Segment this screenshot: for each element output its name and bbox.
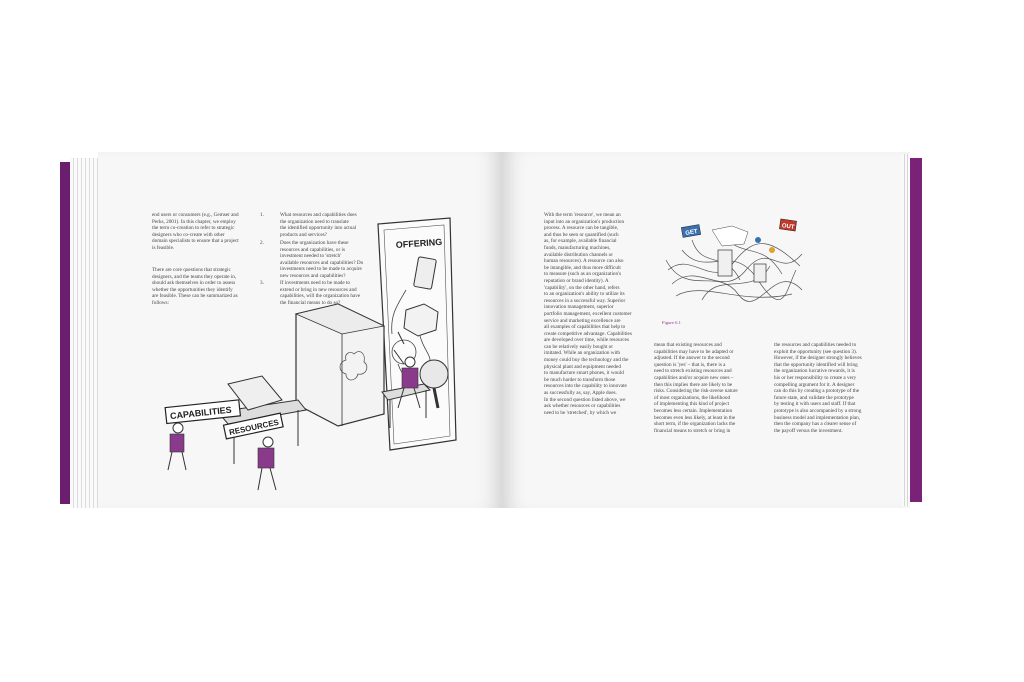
gear-icon — [339, 351, 368, 381]
capabilities-sign: CAPABILITIES — [164, 399, 242, 425]
left-cover-edge — [60, 162, 70, 504]
out-sign-label: OUT — [781, 223, 795, 231]
right-page: With the term 'resource', we mean an inp… — [502, 152, 910, 508]
board-sketch — [711, 225, 749, 247]
question-text: If investments need to be made to extend… — [280, 280, 361, 306]
box-sketch — [403, 303, 439, 337]
question-item: 3. If investments need to be made to ext… — [260, 280, 390, 308]
tent-sketch — [227, 375, 283, 411]
out-sign — [779, 218, 797, 232]
open-book: end users or consumers (e.g., Gemser and… — [60, 152, 944, 508]
figure-person — [769, 247, 775, 253]
magnifier-handle — [432, 387, 440, 409]
left-col1-para2: There are core questions that strategic … — [152, 267, 238, 306]
person-at-conveyor — [397, 356, 421, 409]
right-col2-text: mean that existing resources and capabil… — [654, 342, 738, 434]
figure-person — [755, 237, 761, 243]
get-sign — [680, 224, 702, 238]
question-text: Does the organization have these resourc… — [280, 240, 364, 279]
question-item: 2. Does the organization have these reso… — [260, 240, 390, 280]
get-sign-label: GET — [685, 229, 699, 237]
question-number: 1. — [260, 212, 264, 218]
question-text: What resources and capabilities does the… — [280, 212, 357, 238]
question-list: 1. What resources and capabilities does … — [260, 212, 390, 308]
conveyor-left — [217, 399, 307, 464]
figure-caption-label: Figure 6.1 — [662, 320, 681, 325]
left-col1-para1: end users or consumers (e.g., Gemser and… — [152, 212, 239, 251]
question-number: 2. — [260, 240, 264, 246]
figure-tangled-illustration: GET OUT — [662, 210, 806, 314]
person-carrying-capabilities — [167, 422, 187, 471]
machine-sketch — [717, 249, 733, 277]
offering-label: OFFERING — [395, 237, 442, 250]
left-page-stack — [70, 158, 98, 508]
right-col1-text: With the term 'resource', we mean an inp… — [544, 212, 632, 416]
question-item: 1. What resources and capabilities does … — [260, 212, 390, 240]
pen-sketch — [393, 331, 405, 365]
transformation-machine — [294, 303, 386, 427]
right-col3-text: the resources and capabilities needed to… — [774, 342, 862, 434]
right-page-stack — [902, 154, 910, 506]
machine-sketch — [753, 263, 767, 283]
person-carrying-resources — [257, 436, 277, 491]
figure-caption: Figure 6.1 — [662, 320, 681, 325]
left-page: end users or consumers (e.g., Gemser and… — [98, 152, 502, 508]
question-number: 3. — [260, 280, 264, 286]
right-cover-edge — [910, 158, 922, 502]
capabilities-illustration: OFFERING — [164, 217, 457, 491]
phone-sketch — [413, 256, 437, 290]
